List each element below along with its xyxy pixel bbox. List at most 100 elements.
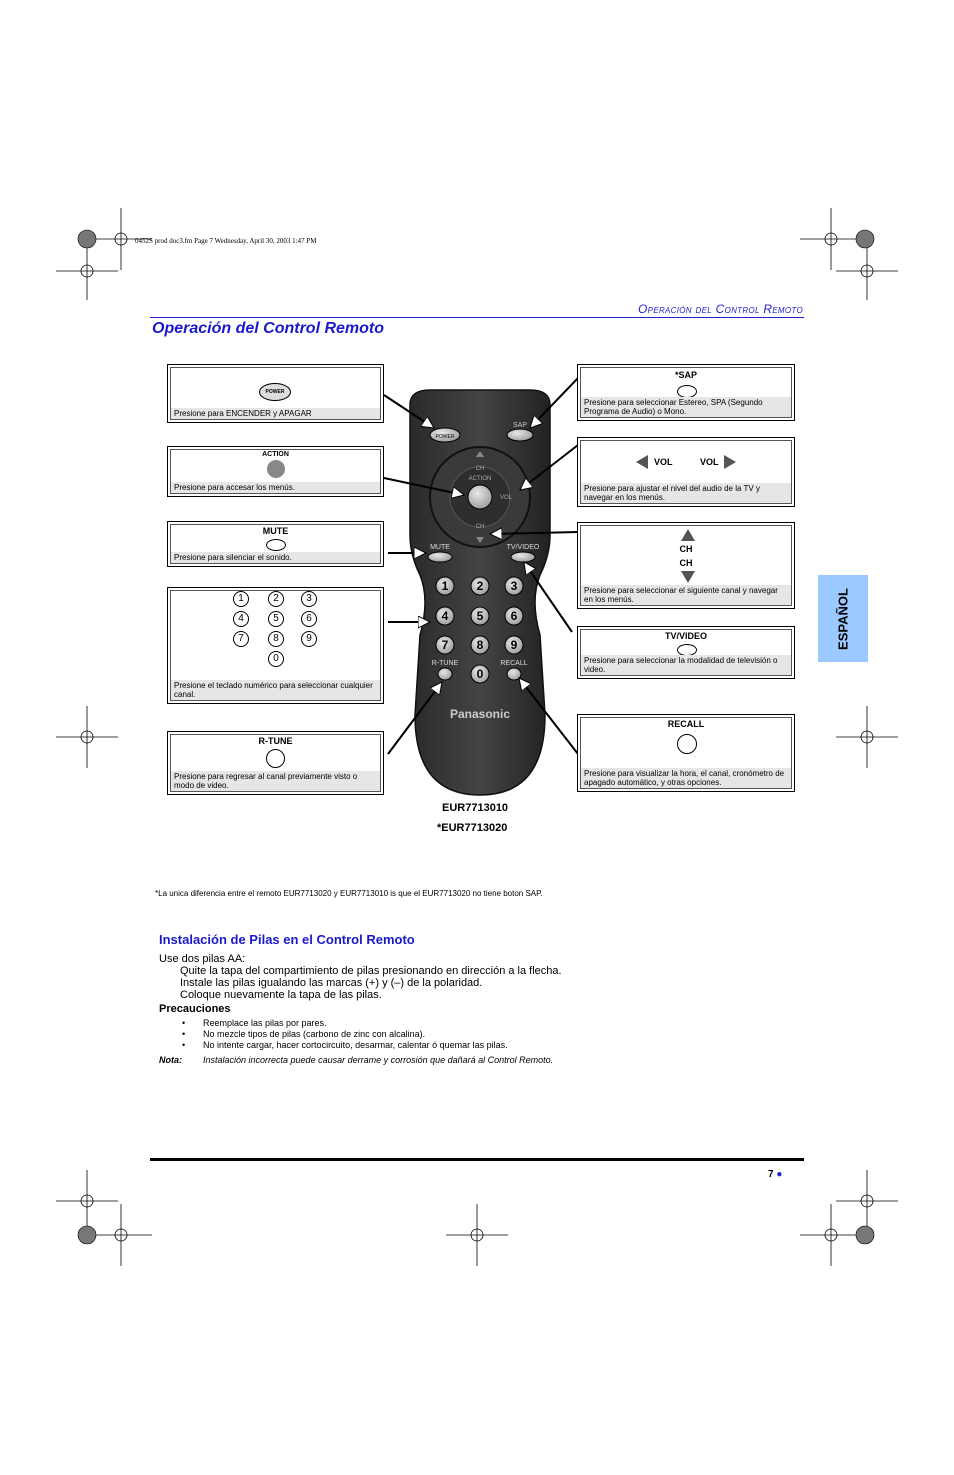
tvvideo-label: TV/VIDEO: [664, 631, 707, 641]
sap-description: Presione para seleccionar Estereo, SPA (…: [581, 397, 791, 417]
sap-label: *SAP: [674, 370, 697, 380]
remote-number-key-label: 9: [511, 638, 518, 652]
crosshair-icon: [836, 1170, 898, 1232]
remote-number-key: [470, 664, 490, 684]
callout-power: POWER Presione para ENCENDER y APAGAR: [167, 364, 384, 423]
crosshair-icon: [800, 1204, 862, 1266]
callout-tvvideo: TV/VIDEO Presione para seleccionar la mo…: [577, 626, 795, 679]
crosshair-icon: [446, 1204, 508, 1266]
tvvideo-description: Presione para seleccionar la modalidad d…: [581, 655, 791, 675]
bullet-icon: •: [182, 1029, 186, 1039]
bullet-icon: ●: [776, 1169, 783, 1180]
numpad-description: Presione el teclado numérico para selecc…: [171, 680, 380, 700]
recall-description: Presione para visualizar la hora, el can…: [581, 768, 791, 788]
mute-label: MUTE: [262, 526, 289, 536]
installation-step: Instale las pilas igualando las marcas (…: [180, 977, 483, 989]
ch-down-label: CH: [679, 558, 693, 568]
language-tab-label: ESPAÑOL: [835, 587, 851, 650]
ch-up-arrow-icon: [681, 529, 695, 541]
remote-sap-label: SAP: [513, 422, 527, 429]
callout-mute: MUTE Presione para silenciar el sonido.: [167, 521, 384, 567]
vol-left-label: VOL: [654, 457, 673, 467]
remote-number-key-label: 5: [477, 609, 484, 623]
precautions-title: Precauciones: [159, 1003, 231, 1015]
vol-right-label: VOL: [700, 457, 719, 467]
action-description: Presione para accesar los menús.: [171, 482, 380, 493]
number-key: 0: [268, 651, 284, 667]
power-key: [429, 427, 461, 443]
number-key: 5: [268, 611, 284, 627]
sap-key: [506, 428, 534, 442]
precaution-item: Reemplace las pilas por pares.: [203, 1018, 327, 1028]
action-label: ACTION: [262, 451, 289, 458]
mute-button-icon: [266, 539, 286, 551]
crosshair-icon: [90, 1204, 152, 1266]
crosshair-icon: [56, 1170, 118, 1232]
color-target-icon: [855, 1225, 875, 1245]
vol-description: Presione para ajustar el nivel del audio…: [581, 483, 791, 503]
remote-number-key-label: 7: [442, 638, 449, 652]
vol-right-arrow-icon: [724, 455, 736, 469]
remote-number-key: [435, 635, 455, 655]
action-key: [467, 484, 493, 510]
note-label: Nota:: [159, 1055, 182, 1065]
crosshair-icon: [56, 242, 118, 300]
section-header: Operación del Control Remoto: [638, 302, 803, 316]
remote-number-key: [504, 576, 524, 596]
mute-description: Presione para silenciar el sonido.: [171, 552, 380, 563]
model-number-alt: *EUR7713020: [437, 822, 508, 834]
number-key: 7: [233, 631, 249, 647]
crosshair-icon: [836, 706, 898, 768]
file-info: 0452S prod doc3.fm Page 7 Wednesday, Apr…: [135, 237, 317, 245]
crosshair-icon: [90, 208, 152, 270]
rtune-description: Presione para regresar al canal previame…: [171, 771, 380, 791]
number-key: 3: [301, 591, 317, 607]
remote-mute-label: MUTE: [430, 544, 450, 551]
power-button-icon: POWER: [259, 383, 291, 401]
remote-number-key-label: 3: [511, 579, 518, 593]
number-key: 1: [233, 591, 249, 607]
precaution-item: No mezcle tipos de pilas (carbono de zin…: [203, 1029, 426, 1039]
remote-number-key-label: 1: [442, 579, 449, 593]
tvvideo-key: [510, 551, 536, 563]
callout-ch: CH CH Presione para seleccionar el sigui…: [577, 522, 795, 609]
number-key: 6: [301, 611, 317, 627]
number-key: 9: [301, 631, 317, 647]
remote-power-label: POWER: [436, 434, 455, 440]
remote-number-key-label: 0: [477, 667, 484, 681]
rtune-button-icon: [266, 749, 285, 768]
rtune-key: [437, 667, 453, 681]
remote-number-key-label: 8: [477, 638, 484, 652]
remote-number-key: [435, 576, 455, 596]
remote-number-key: [470, 576, 490, 596]
installation-intro: Use dos pilas AA:: [159, 953, 246, 965]
precaution-item: No intente cargar, hacer cortocircuito, …: [203, 1040, 508, 1050]
callout-action: ACTION Presione para accesar los menús.: [167, 446, 384, 497]
footer-rule: [150, 1158, 804, 1161]
remote-number-key: [504, 606, 524, 626]
remote-number-key: [435, 606, 455, 626]
page-number: 7 ●: [768, 1169, 783, 1180]
remote-vol-label: VOL: [500, 495, 513, 501]
color-target-icon: [77, 1225, 97, 1245]
number-key: 8: [268, 631, 284, 647]
remote-number-key-label: 4: [442, 609, 449, 623]
installation-title: Instalación de Pilas en el Control Remot…: [159, 932, 415, 947]
remote-number-key: [470, 635, 490, 655]
callout-numpad: 1 2 3 4 5 6 7 8 9 0 Presione el teclado …: [167, 587, 384, 704]
mute-key: [427, 551, 453, 563]
callout-recall: RECALL Presione para visualizar la hora,…: [577, 714, 795, 792]
remote-ch-up-label: CH: [476, 466, 485, 472]
ch-up-label: CH: [679, 544, 693, 554]
recall-label: RECALL: [667, 719, 705, 729]
header-rule: [150, 317, 804, 318]
remote-recall-label: RECALL: [500, 660, 527, 667]
color-target-icon: [77, 229, 97, 249]
recall-key: [506, 667, 522, 681]
remote-action-label: ACTION: [469, 476, 492, 482]
callout-sap: *SAP Presione para seleccionar Estereo, …: [577, 364, 795, 421]
remote-brand-logo: Panasonic: [450, 707, 510, 721]
rtune-label: R-TUNE: [258, 736, 293, 746]
remote-number-key-label: 2: [477, 579, 484, 593]
